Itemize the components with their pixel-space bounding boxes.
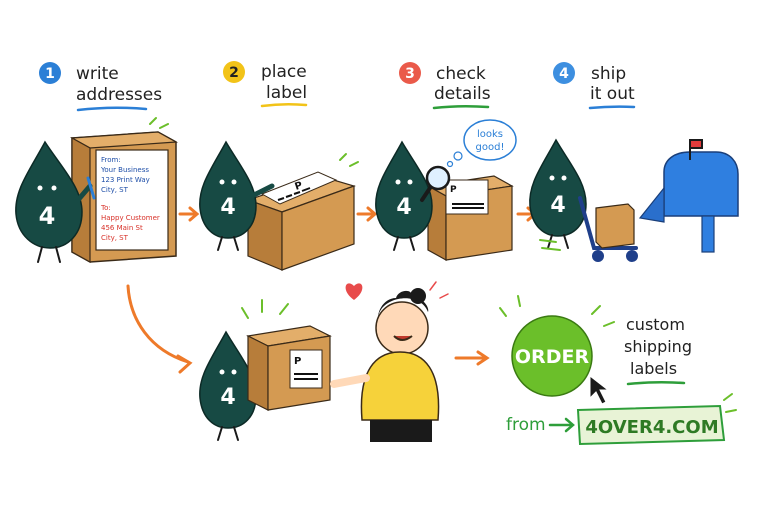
website-link[interactable]: 4OVER4.COM [576,404,726,446]
step-3-number: 3 [405,66,415,82]
heart-icon [345,283,363,300]
mascot-shipping: 4 [529,138,587,249]
step-4-line2: it out [590,84,635,104]
step-4-line1: ship [591,64,626,84]
tagline-line3: labels [630,359,677,378]
arrow-to-delivery [126,284,190,364]
step-2-line1: place [261,62,307,82]
to-label: To: [100,204,111,212]
thought-line1: looks [477,129,503,140]
order-section: ORDER custom shipping labels from 4OVER4… [499,295,737,446]
step-4-badge [553,62,575,84]
cursor-icon [589,374,610,405]
order-button[interactable]: ORDER [511,315,593,397]
step-3-underline [432,104,490,110]
magnifier-icon [425,165,451,191]
arrow-head-2 [366,206,378,222]
step-1-underline [76,106,148,112]
order-button-label: ORDER [515,346,590,368]
step-4-header: 4 ship it out [553,62,636,110]
arrow-head-order [476,350,490,366]
tagline-line1: custom [626,315,685,334]
step-1-scene: From: Your Business 123 Print Way City, … [15,117,179,264]
shipping-label-delivered [289,349,323,389]
step-3-badge [399,62,421,84]
labeled-box-2: P [246,153,359,271]
thought-bubble: looks good! [446,119,517,168]
website-text: 4OVER4.COM [585,417,718,438]
step-1-header: 1 write addresses [39,62,162,112]
step-1-badge [39,62,61,84]
step-4-underline [588,105,636,110]
thought-line2: good! [476,142,505,153]
delivered-box: P [241,299,332,411]
step-1-number: 1 [45,66,55,82]
step-2-number: 2 [229,65,239,81]
step-2-underline [260,102,308,108]
shipping-label-2 [260,171,338,205]
tagline-underline [626,380,686,386]
happy-customer [330,281,449,442]
step-3-scene: looks good! P 4 [375,119,517,262]
mailbox-icon [638,139,739,253]
from-text: from [506,415,546,435]
mascot-inspecting: 4 [375,140,451,251]
step-1-line1: write [76,64,119,84]
to-city: City, ST [101,234,129,242]
step-2-badge [223,61,245,83]
to-street: 456 Main St [101,224,143,232]
shipping-label-letter-2: P [294,180,304,193]
mascot-writing: 4 [15,140,96,263]
step-3-line2: details [434,84,491,104]
mascot-1-glyph: 4 [39,202,56,230]
delivery-scene: 4 P [199,281,449,442]
mascot-delivering: 4 [199,330,257,441]
hand-truck-icon [539,196,638,262]
tagline-line2: shipping [624,337,692,356]
step-3-line1: check [436,64,486,84]
labeled-box-3: P [426,175,514,262]
step-2-line2: label [266,83,307,103]
from-street: 123 Print Way [101,176,150,184]
shipping-label-letter-delivered: P [294,356,301,367]
dolly-box [595,203,635,249]
pen-icon [86,176,96,200]
step-2-header: 2 place label [223,61,308,108]
from-label: From: [101,156,121,164]
mascot-2-glyph: 4 [220,195,235,220]
from-city: City, ST [101,186,129,194]
shipping-label-letter-3: P [450,185,457,195]
step-4-number: 4 [559,66,569,82]
step-3-header: 3 check details [399,62,491,110]
step-2-scene: P 4 [199,140,359,271]
arrow-head-delivery [176,354,193,374]
arrow-head-1 [188,206,200,222]
step-1-line2: addresses [76,85,162,105]
from-name: Your Business [100,166,149,174]
to-name: Happy Customer [101,214,160,222]
mascot-placing: 4 [199,140,275,251]
address-card [95,149,169,251]
mascot-5-glyph: 4 [220,385,235,410]
step-4-scene: 4 [529,138,739,262]
mascot-3-glyph: 4 [396,195,411,220]
mascot-4-glyph: 4 [550,193,565,218]
